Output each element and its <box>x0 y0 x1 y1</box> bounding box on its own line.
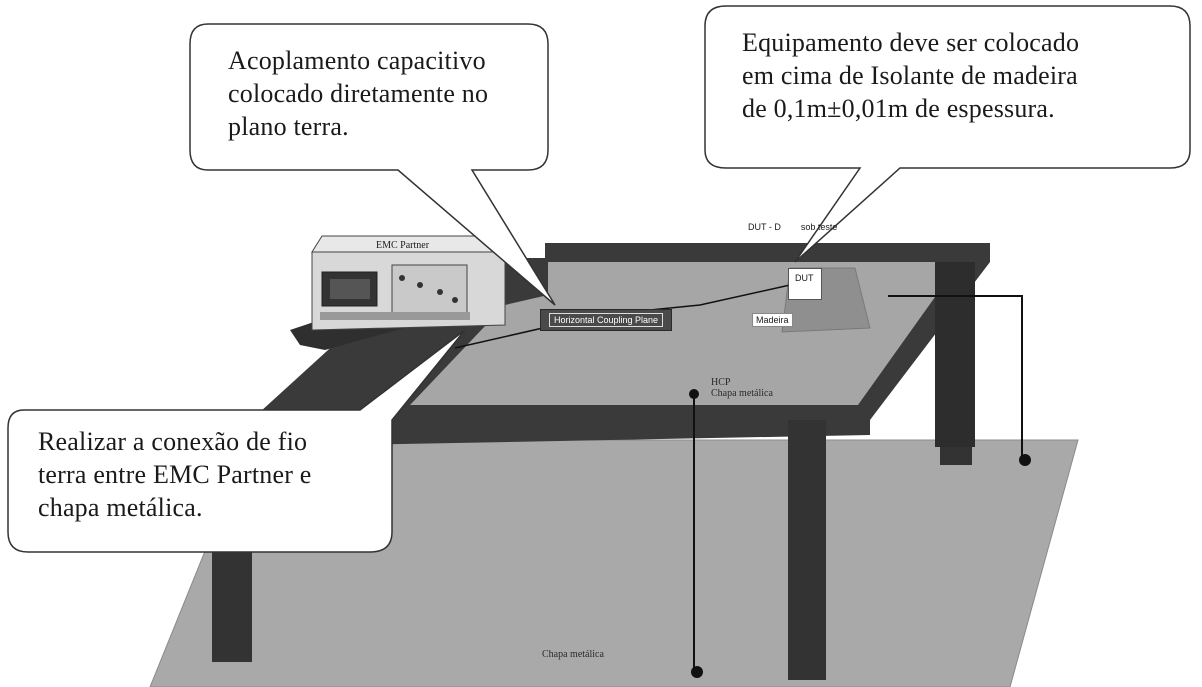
table-leg-right-side <box>935 262 975 447</box>
callout-capacitive-bubble <box>189 23 556 306</box>
madeira-label: Madeira <box>752 313 793 327</box>
emc-partner-generator <box>311 235 506 331</box>
floor-plate-lead-top <box>689 389 699 399</box>
hcp-sublabel: Chapa metálica <box>711 388 773 399</box>
callout-equipment-text: Equipamento deve ser colocado em cima de… <box>742 28 1080 123</box>
hcp-ground-lead-terminal <box>1019 454 1031 466</box>
floor-plate-lead-bottom <box>691 666 703 678</box>
horizontal-coupling-plane-box: Horizontal Coupling Plane <box>540 309 673 331</box>
table-leg-front-right <box>788 420 826 680</box>
dut-header-label: DUT - D sob teste <box>748 222 838 232</box>
emc-partner-label: EMC Partner <box>376 240 430 251</box>
hcp-label: HCP <box>711 377 731 388</box>
horizontal-coupling-plane-label: Horizontal Coupling Plane <box>549 313 664 327</box>
callout-equipment-bubble <box>704 5 1191 263</box>
floor-plate-label: Chapa metálica <box>542 649 604 660</box>
callout-ground-wire-bubble <box>7 329 466 553</box>
hcp-ground-lead <box>888 295 1023 460</box>
dut-box: DUT <box>788 268 822 300</box>
callout-ground-wire-text: Realizar a conexão de fio terra entre EM… <box>38 427 312 522</box>
callout-capacitive-text: Acoplamento capacitivo colocado diretame… <box>228 46 489 141</box>
table-front-apron <box>260 405 870 445</box>
